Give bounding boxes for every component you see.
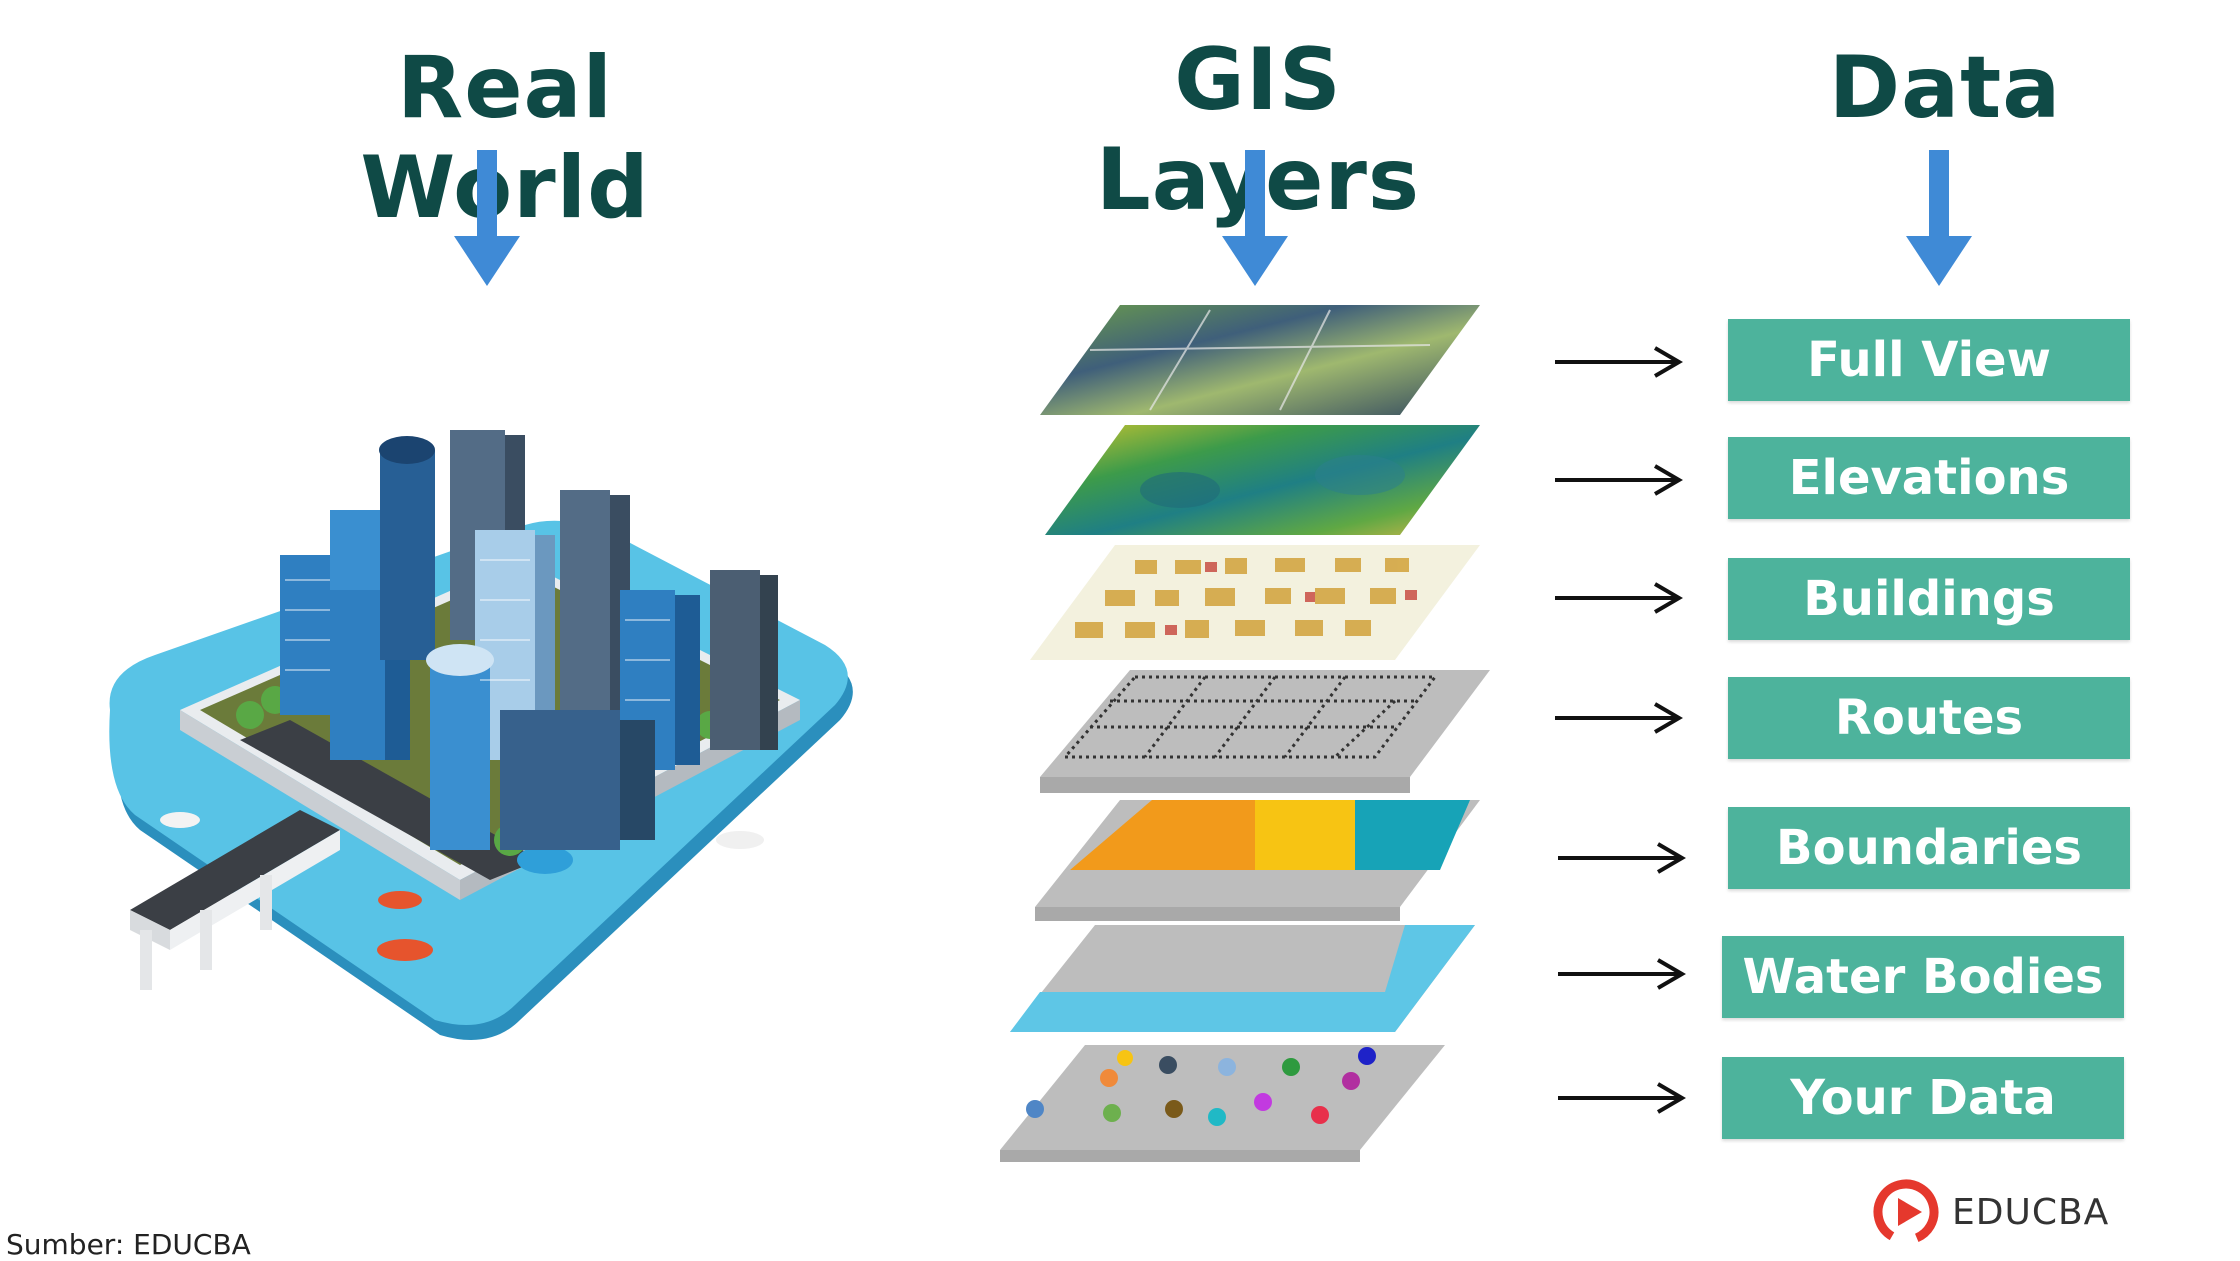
right-arrow-icon <box>1555 464 1683 496</box>
down-arrow-icon <box>1906 150 1972 286</box>
right-arrow-icon <box>1558 1082 1686 1114</box>
down-arrow-icon <box>454 150 520 286</box>
data-label-your-data: Your Data <box>1722 1057 2124 1139</box>
educba-logo: EDUCBA <box>1872 1178 2109 1246</box>
water-bodies-layer-icon <box>1010 925 1475 1032</box>
point-data-layer-icon <box>1000 1045 1445 1162</box>
data-label-water-bodies: Water Bodies <box>1722 936 2124 1018</box>
educba-logo-text: EDUCBA <box>1952 1191 2110 1233</box>
buildings-layer-icon <box>1030 545 1480 660</box>
educba-logo-icon <box>1873 1179 1939 1245</box>
data-label-elevations: Elevations <box>1728 437 2130 519</box>
data-label-routes: Routes <box>1728 677 2130 759</box>
data-title: Data <box>1828 38 2062 138</box>
elevation-layer-icon <box>1045 425 1480 535</box>
real-world-title: Real World <box>360 38 650 238</box>
down-arrow-icon <box>1222 150 1288 286</box>
right-arrow-icon <box>1558 958 1686 990</box>
boundaries-layer-icon <box>1035 800 1480 921</box>
city-illustration <box>109 430 853 1040</box>
source-caption: Sumber: EDUCBA <box>6 1228 251 1261</box>
right-arrow-icon <box>1555 346 1683 378</box>
right-arrow-icon <box>1555 582 1683 614</box>
routes-grid-layer-icon <box>1040 670 1490 793</box>
gis-layers-title: GIS Layers <box>1096 30 1419 230</box>
data-label-full-view: Full View <box>1728 319 2130 401</box>
right-arrow-icon <box>1558 842 1686 874</box>
data-label-boundaries: Boundaries <box>1728 807 2130 889</box>
data-label-buildings: Buildings <box>1728 558 2130 640</box>
right-arrow-icon <box>1555 702 1683 734</box>
satellite-imagery-layer-icon <box>1040 305 1480 415</box>
